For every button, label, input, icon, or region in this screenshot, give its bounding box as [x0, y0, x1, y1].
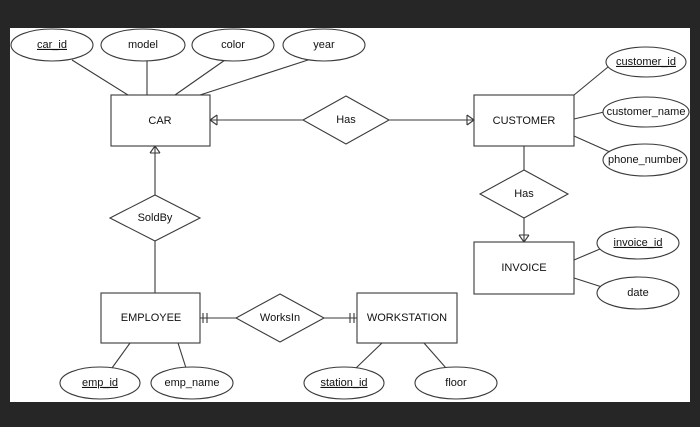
attribute-label: color — [221, 39, 245, 51]
entity-customer[interactable]: CUSTOMER — [473, 94, 575, 147]
cardinality-marks — [149, 114, 530, 323]
attribute-phone-number[interactable]: phone_number — [602, 143, 688, 177]
attribute-year[interactable]: year — [282, 28, 366, 62]
entity-label: WORKSTATION — [367, 312, 447, 324]
attribute-label: model — [128, 39, 158, 51]
attribute-date[interactable]: date — [596, 276, 680, 310]
relationship-connectors — [154, 119, 525, 319]
attribute-station-id[interactable]: station_id — [303, 366, 385, 400]
relationship-car-employee[interactable]: SoldBy — [108, 194, 202, 242]
attribute-floor[interactable]: floor — [414, 366, 498, 400]
relationship-label: Has — [336, 114, 356, 126]
entity-employee[interactable]: EMPLOYEE — [100, 292, 201, 344]
relationship-employee-workstation[interactable]: WorksIn — [234, 293, 326, 343]
attribute-label: invoice_id — [614, 237, 663, 249]
relationship-label: Has — [514, 188, 534, 200]
attribute-model[interactable]: model — [100, 28, 186, 62]
attribute-label: date — [627, 287, 648, 299]
attribute-label: customer_name — [607, 106, 686, 118]
entity-label: CAR — [148, 115, 171, 127]
attribute-label: station_id — [320, 377, 367, 389]
attribute-emp-name[interactable]: emp_name — [150, 366, 234, 400]
entity-invoice[interactable]: INVOICE — [473, 241, 575, 295]
attribute-label: emp_name — [164, 377, 219, 389]
attribute-car-id[interactable]: car_id — [10, 28, 94, 62]
relationship-customer-invoice[interactable]: Has — [478, 169, 570, 219]
attribute-label: car_id — [37, 39, 67, 51]
attribute-connectors — [71, 59, 611, 369]
attribute-label: customer_id — [616, 56, 676, 68]
attribute-invoice-id[interactable]: invoice_id — [596, 226, 680, 260]
attribute-customer-name[interactable]: customer_name — [602, 96, 690, 128]
relationship-label: WorksIn — [260, 312, 300, 324]
attribute-label: year — [313, 39, 335, 51]
attribute-label: floor — [445, 377, 467, 389]
entity-car[interactable]: CAR — [110, 94, 211, 147]
attribute-label: emp_id — [82, 377, 118, 389]
attribute-label: phone_number — [608, 154, 682, 166]
attribute-emp-id[interactable]: emp_id — [59, 366, 141, 400]
relationship-car-customer[interactable]: Has — [301, 95, 391, 145]
attribute-color[interactable]: color — [191, 28, 275, 62]
entity-label: EMPLOYEE — [121, 312, 182, 324]
attribute-customer-id[interactable]: customer_id — [605, 46, 687, 78]
entity-label: CUSTOMER — [493, 115, 556, 127]
entity-workstation[interactable]: WORKSTATION — [356, 292, 458, 344]
entity-label: INVOICE — [501, 262, 546, 274]
relationship-label: SoldBy — [138, 212, 173, 224]
